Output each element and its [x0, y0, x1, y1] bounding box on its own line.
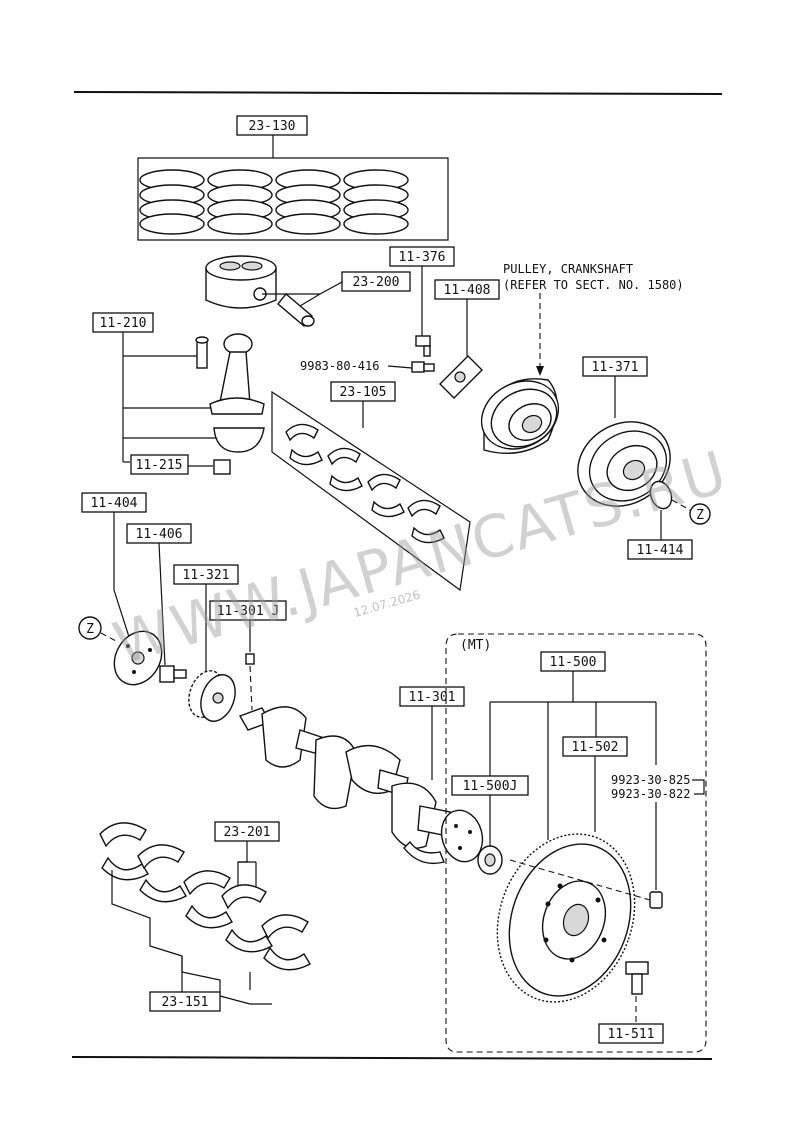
crank-plate — [113, 630, 163, 686]
label-23-200: 23-200 — [353, 275, 400, 290]
flywheel-bolt — [625, 961, 649, 995]
pulley-bolt — [415, 335, 431, 357]
label-11-371: 11-371 — [592, 360, 639, 375]
label-11-511: 11-511 — [608, 1027, 655, 1042]
ring-set-2 — [207, 169, 273, 235]
conrod-bolt — [195, 336, 209, 369]
label-11-376: 11-376 — [399, 250, 446, 265]
label-11-500: 11-500 — [550, 655, 597, 670]
label-11-301: 11-301 — [409, 690, 456, 705]
ring-set-1 — [139, 169, 205, 235]
conrod-nut — [213, 459, 231, 475]
pulley-note-line2: (REFER TO SECT. NO. 1580) — [503, 278, 684, 292]
label-11-406: 11-406 — [136, 527, 183, 542]
sprocket-bolt — [159, 665, 187, 683]
label-9923-30-825: 9923-30-825 — [611, 773, 690, 787]
label-11-215: 11-215 — [136, 458, 183, 473]
bottom-rule — [71, 1056, 713, 1060]
crank-key — [245, 653, 255, 665]
bearing-panel — [271, 390, 471, 592]
pilot-bearing — [477, 845, 503, 875]
label-11-414: 11-414 — [637, 543, 684, 558]
timing-gear — [188, 670, 236, 722]
pulley-washer-bolt — [411, 361, 435, 373]
label-11-408: 11-408 — [444, 283, 491, 298]
label-9923-30-822: 9923-30-822 — [611, 787, 690, 801]
conrod-bearing-shells — [285, 423, 445, 544]
flywheel — [496, 833, 636, 1003]
label-11-210: 11-210 — [100, 316, 147, 331]
piston-rings-group — [137, 135, 449, 241]
ring-set-3 — [275, 169, 341, 235]
label-9983-80-416: 9983-80-416 — [300, 359, 379, 373]
label-23-151: 23-151 — [162, 995, 209, 1010]
mt-dashed-frame — [445, 633, 707, 1053]
label-11-404: 11-404 — [91, 496, 138, 511]
main-bearing-shells — [99, 822, 311, 971]
label-23-201: 23-201 — [224, 825, 271, 840]
crankshaft — [238, 706, 484, 865]
label-23-130: 23-130 — [249, 119, 296, 134]
label-11-321: 11-321 — [183, 568, 230, 583]
z-marker-left: Z — [86, 622, 94, 637]
label-23-105: 23-105 — [340, 385, 387, 400]
label-11-500j: 11-500J — [463, 779, 518, 794]
connecting-rod — [209, 333, 265, 453]
label-11-301j: 11-301 J — [217, 604, 280, 619]
ring-set-4 — [343, 169, 409, 235]
crank-pulley — [480, 378, 560, 455]
dowel-pin — [649, 891, 663, 909]
label-11-502: 11-502 — [572, 740, 619, 755]
timing-pulley — [577, 421, 671, 507]
pulley-key — [649, 480, 673, 510]
label-mt: (MT) — [460, 638, 491, 653]
z-marker-right: Z — [696, 508, 704, 523]
top-rule — [73, 91, 723, 95]
pulley-note-line1: PULLEY, CRANKSHAFT — [503, 262, 633, 276]
piston — [205, 255, 277, 309]
pulley-washer — [439, 355, 483, 399]
piston-pin — [277, 293, 315, 327]
